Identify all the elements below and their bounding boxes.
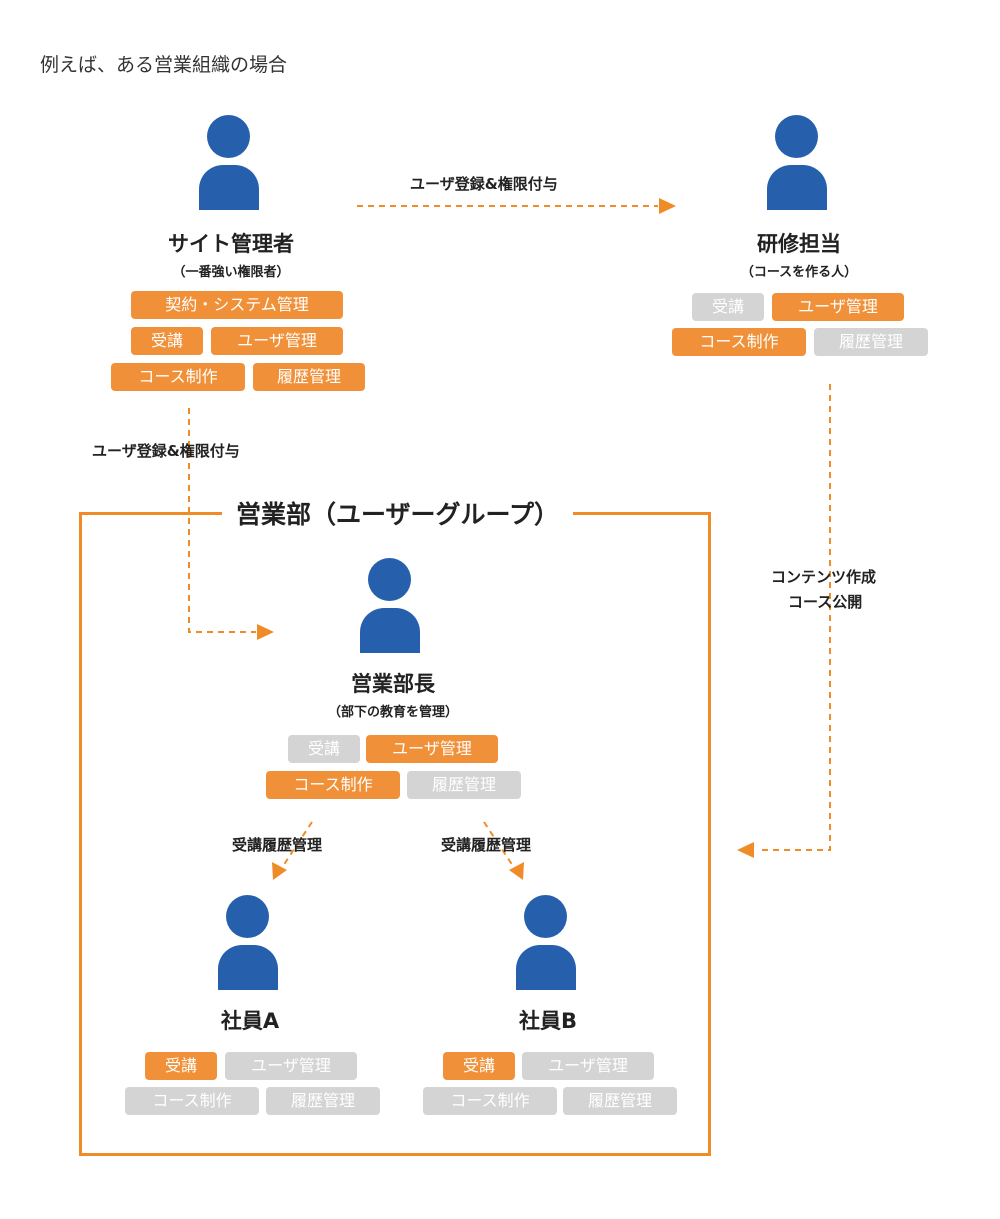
trainer-title: 研修担当: [757, 232, 841, 256]
permission-chip: 履歴管理: [563, 1087, 677, 1115]
permission-chip: 受講: [443, 1052, 515, 1080]
manager-subtitle: （部下の教育を管理）: [327, 705, 459, 720]
permission-chip: 受講: [288, 735, 360, 763]
person-body: [516, 945, 576, 990]
admin-to-trainer-label: ユーザ登録&権限付与: [410, 175, 558, 193]
trainer-to-group-line: [757, 384, 831, 851]
person-body: [360, 608, 420, 653]
employee-a-icon: [218, 895, 278, 991]
permission-chip: 履歴管理: [266, 1087, 380, 1115]
person-body: [218, 945, 278, 990]
employee-a-title: 社員A: [220, 1009, 280, 1033]
site-admin-subtitle: （一番強い権限者）: [172, 265, 290, 280]
permission-chip: 履歴管理: [814, 328, 928, 356]
permission-chip: ユーザ管理: [225, 1052, 357, 1080]
arrowhead: [509, 862, 524, 880]
trainer-icon: [767, 115, 827, 211]
admin-to-manager-line: [188, 408, 256, 633]
permission-chip: 契約・システム管理: [131, 291, 343, 319]
permission-chip: コース制作: [266, 771, 400, 799]
permission-chip: コース制作: [672, 328, 806, 356]
person-head: [524, 895, 567, 938]
permission-chip: 受講: [131, 327, 203, 355]
permission-chip: ユーザ管理: [211, 327, 343, 355]
manager-to-a-label: 受講履歴管理: [232, 836, 323, 854]
site-admin-icon: [199, 115, 259, 211]
admin-to-manager-label: ユーザ登録&権限付与: [92, 442, 240, 460]
person-head: [207, 115, 250, 158]
permission-chip: 受講: [145, 1052, 217, 1080]
person-body: [767, 165, 827, 210]
manager-to-b-label: 受講履歴管理: [441, 836, 532, 854]
employee-b-icon: [516, 895, 576, 991]
arrowhead: [272, 862, 287, 880]
manager-icon: [360, 558, 420, 654]
manager-to-b-line: [483, 821, 514, 867]
permission-chip: コース制作: [125, 1087, 259, 1115]
page-heading: 例えば、ある営業組織の場合: [40, 54, 288, 76]
permission-chip: 受講: [692, 293, 764, 321]
trainer-subtitle: （コースを作る人）: [740, 265, 858, 280]
person-head: [775, 115, 818, 158]
permission-chip: ユーザ管理: [772, 293, 904, 321]
permission-chip: ユーザ管理: [522, 1052, 654, 1080]
person-body: [199, 165, 259, 210]
arrowhead: [257, 624, 274, 640]
trainer-to-group-label-2: コース公開: [788, 593, 863, 611]
arrowhead: [659, 198, 676, 214]
trainer-to-group-label-1: コンテンツ作成: [771, 568, 877, 586]
person-head: [226, 895, 269, 938]
manager-title: 営業部長: [351, 672, 435, 696]
person-head: [368, 558, 411, 601]
arrowhead: [737, 842, 754, 858]
employee-b-title: 社員B: [518, 1009, 578, 1033]
permission-chip: コース制作: [423, 1087, 557, 1115]
site-admin-title: サイト管理者: [168, 232, 294, 256]
permission-chip: 履歴管理: [407, 771, 521, 799]
manager-to-a-line: [282, 821, 313, 867]
permission-chip: コース制作: [111, 363, 245, 391]
group-title: 営業部（ユーザーグループ）: [222, 495, 574, 531]
permission-chip: ユーザ管理: [366, 735, 498, 763]
permission-chip: 履歴管理: [253, 363, 365, 391]
